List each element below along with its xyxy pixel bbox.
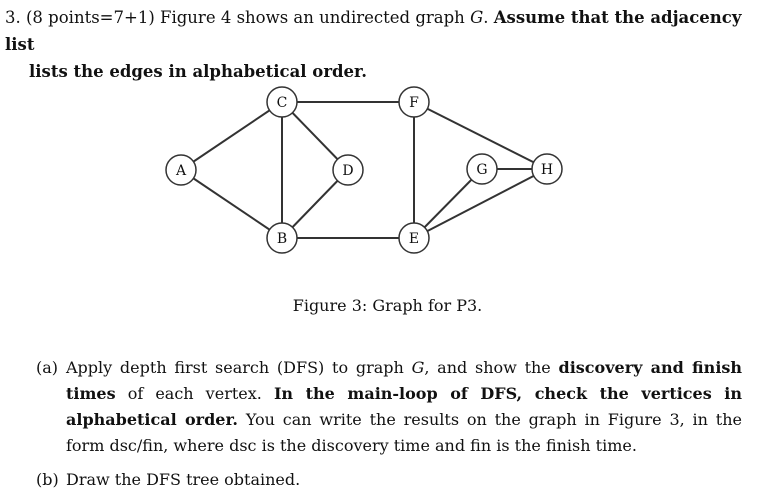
part-b: (b) Draw the DFS tree obtained. [36,467,742,493]
node-circle-D [332,154,364,186]
node-D: D [332,154,364,186]
part-b-body: Draw the DFS tree obtained. [66,467,742,493]
node-label-A: A [175,163,187,179]
node-circle-A [165,154,197,186]
part-a-text-3: of each vertex. [127,384,262,403]
node-label-E: E [409,231,419,247]
node-circle-B [266,222,298,254]
node-circle-H [531,153,563,185]
edge-A-B [180,169,283,239]
edge-D-B [281,169,349,239]
part-b-text: Draw the DFS tree obtained. [66,470,301,489]
figure-caption: Figure 3: Graph for P3. [292,296,483,315]
part-a-text-1: Apply depth first search (DFS) to graph [66,358,404,377]
graph-figure: A B C D E F G H [165,86,563,254]
node-label-B: B [277,231,287,247]
node-circle-E [398,222,430,254]
part-a-bold-2: In the main-loop of DFS, check the verti… [66,384,742,429]
node-label-D: D [342,163,353,179]
node-label-C: C [277,95,288,111]
node-label-G: G [476,162,487,178]
node-E: E [398,222,430,254]
part-a-bold-1: discovery and finish times [66,358,743,403]
node-G: G [466,153,498,185]
question-number: 3. [5,8,21,27]
node-A: A [165,154,197,186]
edge-F-H [413,101,548,170]
part-a-text-2: , and show the [424,358,551,377]
question-points: (8 points=7+1) [26,8,155,27]
part-a: (a) Apply depth first search (DFS) to gr… [36,355,742,459]
node-H: H [531,153,563,185]
part-a-body: Apply depth first search (DFS) to graph … [66,355,742,459]
edge-A-C [180,101,283,171]
part-a-label: (a) [36,358,59,377]
edge-G-E [413,168,483,239]
node-circle-G [466,153,498,185]
question-assumption-2: lists the edges in alphabetical order. [29,62,367,81]
part-a-text-4: You can write the results on the graph i… [66,410,742,455]
graph-variable: G [470,8,484,27]
question-header: 3. (8 points=7+1) Figure 4 shows an undi… [5,4,765,85]
node-B: B [266,222,298,254]
node-circle-C [266,86,298,118]
node-label-F: F [409,95,419,111]
part-a-graph-variable: G [411,358,425,377]
edge-C-D [281,101,349,171]
node-C: C [266,86,298,118]
node-F: F [398,86,430,118]
graph-nodes: A B C D E F G H [165,86,563,254]
question-assumption-1: Assume that the adjacency list [5,8,742,54]
part-b-label: (b) [36,470,59,489]
node-label-H: H [541,162,553,178]
question-intro-end: . [483,8,489,27]
question-intro: Figure 4 shows an undirected graph [160,8,465,27]
edge-E-H [413,168,548,239]
node-circle-F [398,86,430,118]
